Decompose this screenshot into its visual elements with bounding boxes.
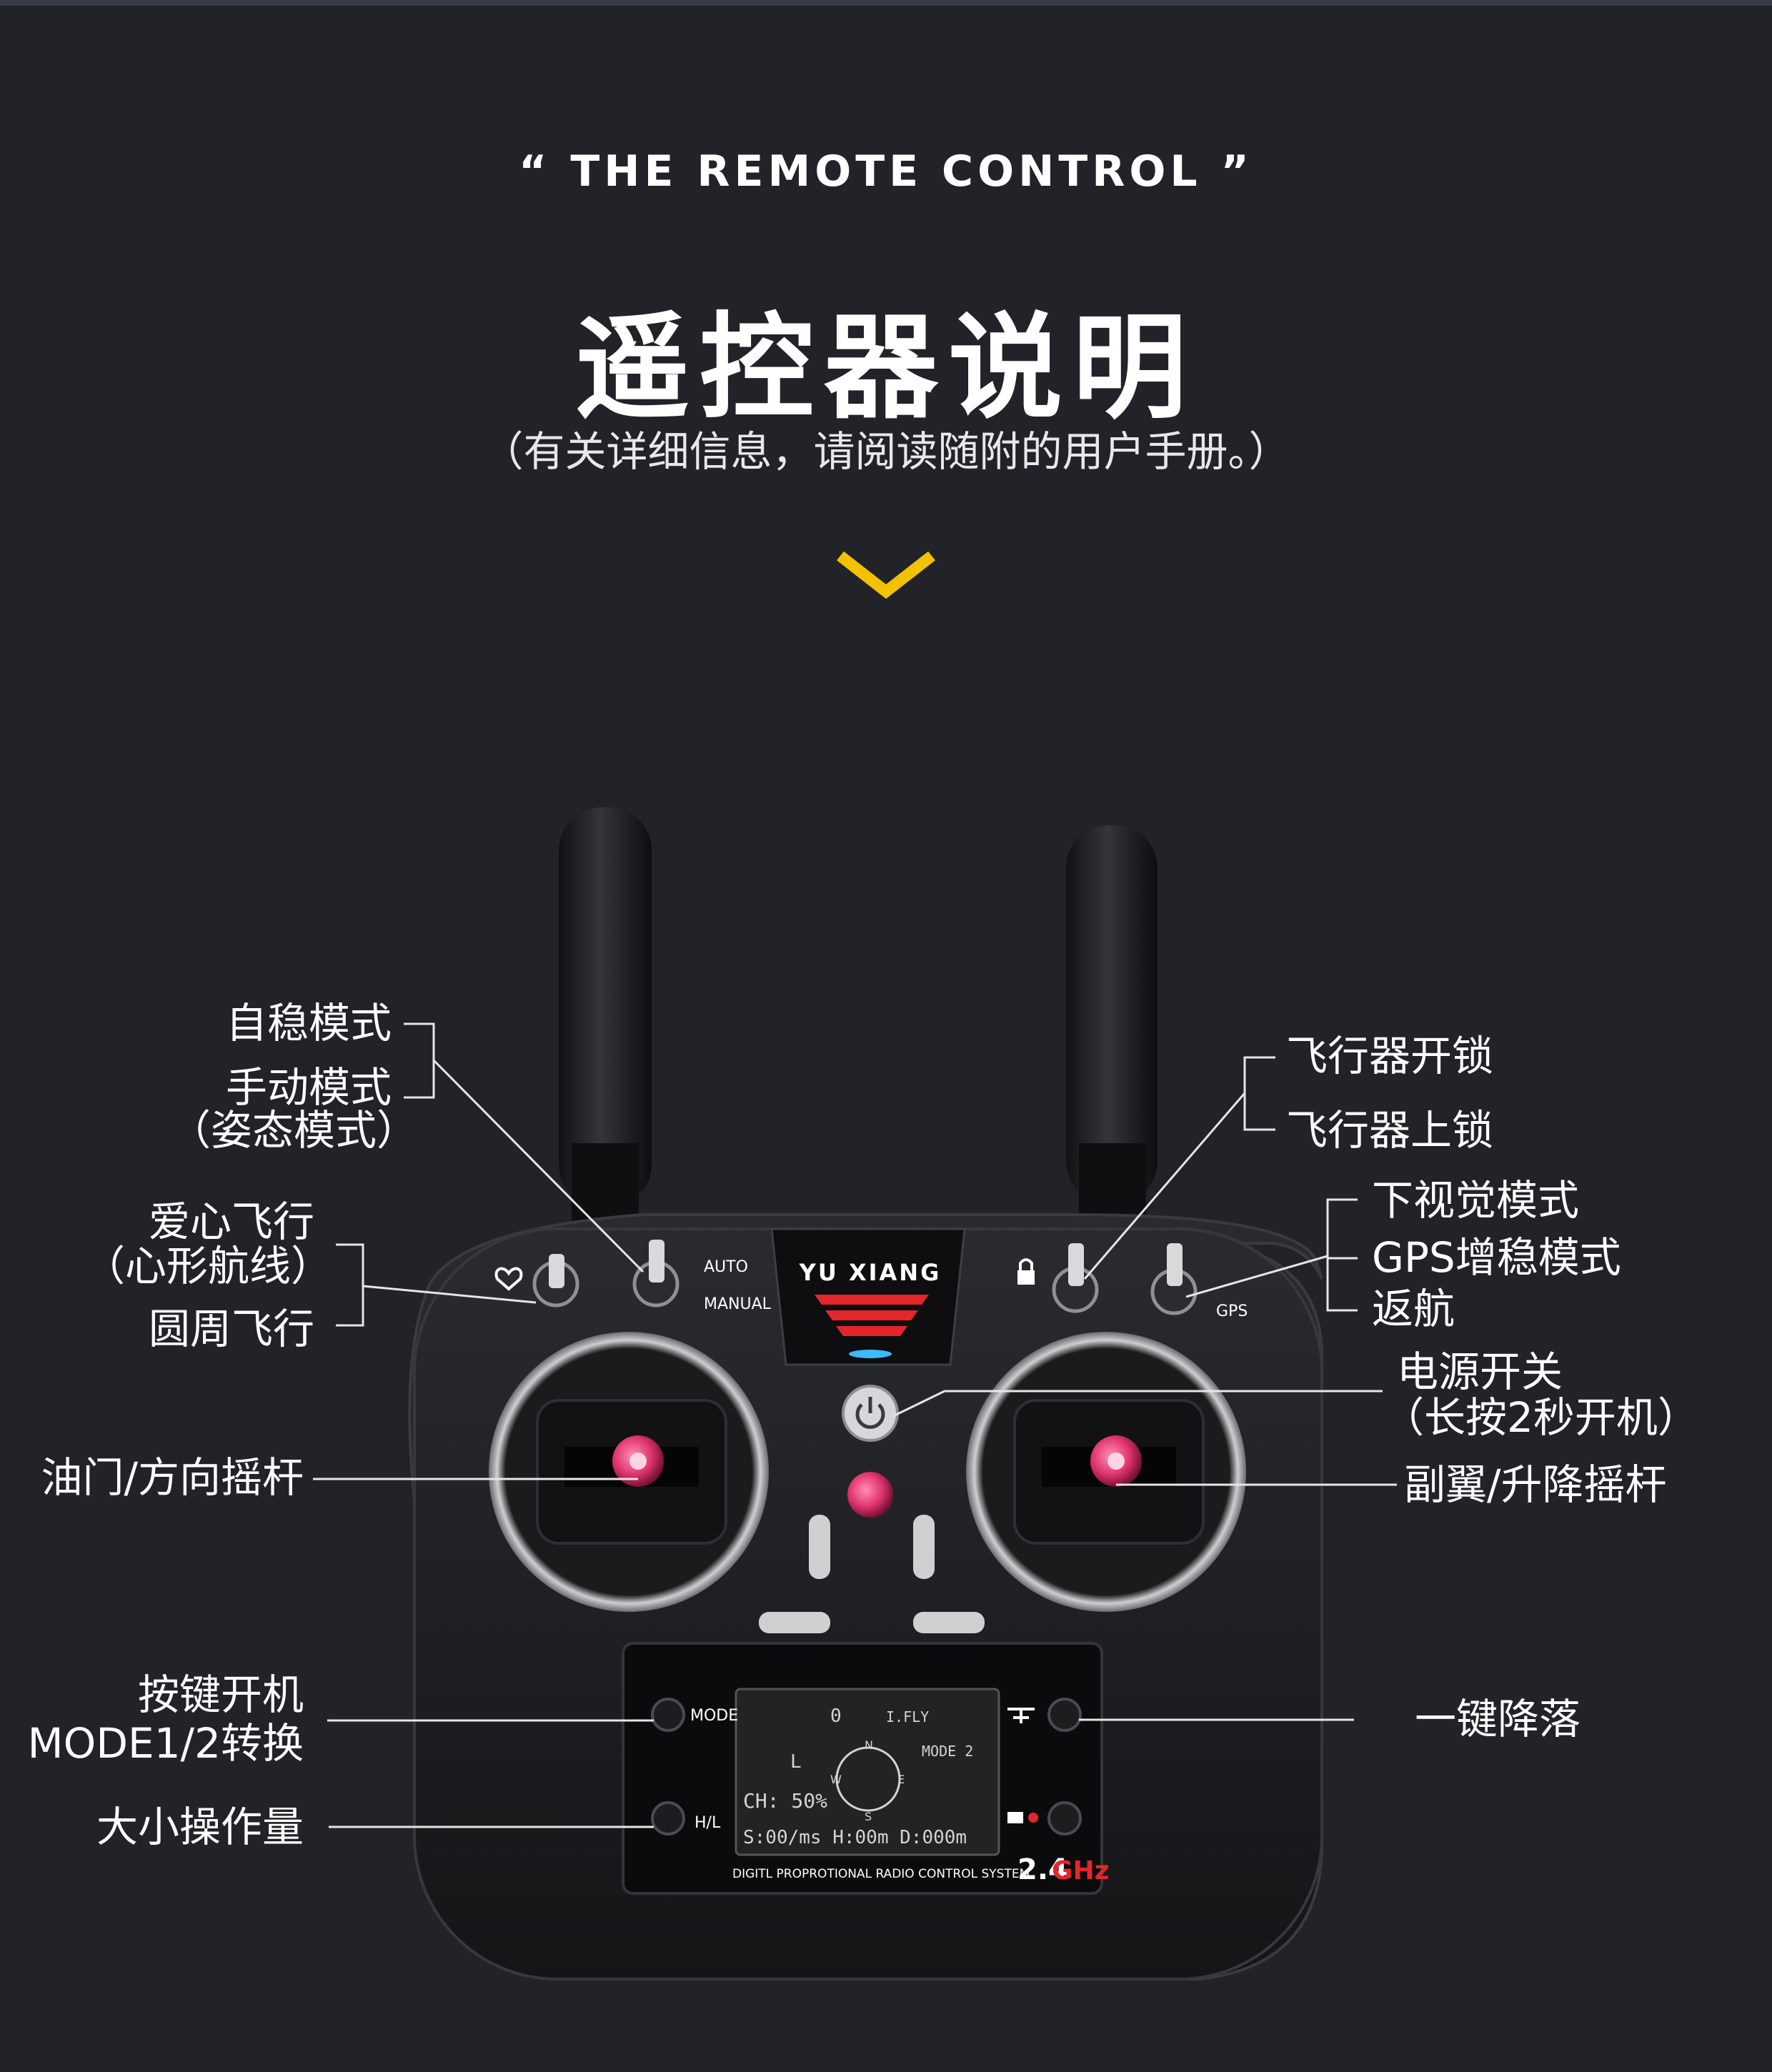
svg-text:W: W [830,1773,842,1786]
lcd-fly-mode: I.FLY [886,1708,929,1725]
lcd-screen [735,1688,1000,1856]
power-button[interactable] [842,1385,899,1442]
section-eyebrow: “ THE REMOTE CONTROL ” [519,146,1253,196]
label-return-home: 返航 [1372,1285,1455,1333]
system-text: DIGITL PROPROTIONAL RADIO CONTROL SYSTEM [732,1867,1030,1881]
top-strip [0,0,1772,6]
power-icon [855,1397,885,1429]
right-stick-cap[interactable] [1090,1435,1142,1487]
camera-icon [1007,1812,1038,1823]
toggle-switch-heart[interactable] [532,1254,579,1308]
trim-left-vertical[interactable] [809,1515,830,1579]
heart-icon [494,1267,523,1291]
label-attitude-mode: （姿态模式） [169,1106,418,1155]
toggle-switch-gps[interactable] [1150,1243,1198,1315]
left-stick-cap[interactable] [612,1435,664,1487]
label-lock: 飞行器上锁 [1286,1106,1494,1155]
label-unlock: 飞行器开锁 [1286,1032,1494,1080]
toggle-switch-mode[interactable] [632,1240,680,1308]
frequency-main: 2.4 [1017,1853,1068,1886]
compass-icon: N E S W [830,1738,905,1823]
chevron-down-icon [837,551,935,599]
svg-text:E: E [897,1773,905,1786]
trim-right-horizontal[interactable] [913,1612,985,1633]
label-power-switch: 电源开关 [1397,1348,1563,1396]
lcd-mode: MODE 2 [922,1743,973,1760]
trim-right-vertical[interactable] [913,1515,935,1579]
label-heart-flight: 爱心飞行 [148,1197,314,1246]
label-aileron-stick: 副翼/升降摇杆 [1404,1460,1667,1509]
hl-button[interactable] [651,1801,685,1836]
trim-left-horizontal[interactable] [759,1612,830,1633]
label-power-hold: （长按2秒开机） [1383,1393,1699,1442]
brand-wings [815,1295,929,1336]
label-heart-route: （心形航线） [83,1242,332,1290]
page-title: 遥控器说明 [574,301,1197,434]
label-mode-switch: MODE1/2转换 [27,1719,304,1768]
lcd-telemetry: S:00/ms H:00m D:000m [743,1827,967,1848]
manual-label: MANUAL [704,1295,772,1313]
mode-button[interactable] [651,1698,685,1732]
lcd-top-value: 0 [830,1705,842,1727]
frequency-unit: GHz [1052,1856,1110,1886]
lcd-l: L [790,1751,802,1773]
mode-button-label: MODE [690,1707,738,1725]
label-key-power: 按键开机 [137,1670,304,1719]
label-manual-mode: 手动模式 [225,1063,392,1112]
center-knob[interactable] [847,1472,893,1518]
toggle-switch-lock[interactable] [1052,1243,1099,1313]
gps-tag: GPS [1216,1303,1248,1320]
label-one-key-land: 一键降落 [1415,1695,1581,1743]
lcd-channel: CH: 50% [743,1789,827,1813]
label-rate: 大小操作量 [96,1803,304,1851]
label-down-vision: 下视觉模式 [1372,1176,1580,1225]
hl-button-label: H/L [695,1814,721,1832]
label-gps-mode: GPS增稳模式 [1372,1233,1621,1282]
label-self-stable: 自稳模式 [225,999,392,1047]
lock-icon [1017,1258,1035,1285]
svg-text:N: N [865,1738,873,1752]
svg-text:S: S [865,1810,872,1823]
label-throttle-stick: 油门/方向摇杆 [41,1453,304,1502]
page-subtitle: （有关详细信息，请阅读随附的用户手册。） [482,427,1290,476]
landing-icon [1007,1708,1035,1723]
label-circle-flight: 圆周飞行 [148,1305,314,1353]
brand-logo: YU XIANG [799,1259,942,1286]
auto-label: AUTO [704,1258,748,1276]
camera-button[interactable] [1047,1801,1082,1836]
land-button[interactable] [1047,1698,1082,1732]
